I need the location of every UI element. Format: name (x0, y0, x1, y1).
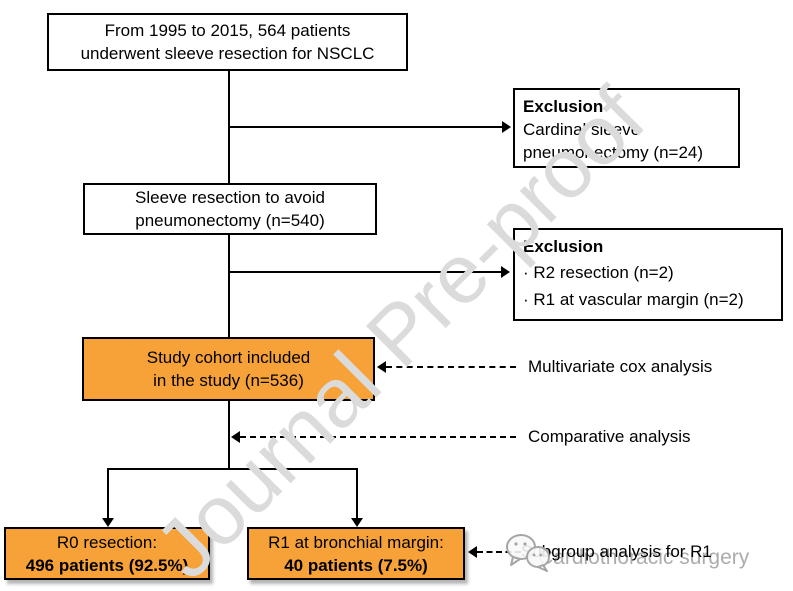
connector-sleeve-to-cohort (228, 234, 230, 337)
dashed-line-multivariate (386, 366, 516, 368)
sleeve-line2: pneumonectomy (n=540) (135, 211, 325, 230)
connector-to-r1 (356, 468, 358, 518)
exclusion2-item1: · R2 resection (n=2) (523, 263, 674, 282)
arrowhead-subgroup (468, 546, 477, 558)
connector-cohort-to-split (228, 401, 230, 470)
r0-line1: R0 resection: (56, 532, 158, 552)
r1-box: R1 at bronchial margin: 40 patients (7.5… (247, 527, 465, 580)
connector-to-exclusion1 (228, 126, 503, 128)
dashed-line-comparative (240, 436, 516, 438)
connector-to-r0 (107, 468, 109, 518)
exclusion1-box: Exclusion Cardinal sleeve pneumonectomy … (513, 88, 740, 168)
enrollment-line1: From 1995 to 2015, 564 patients (104, 21, 351, 40)
r1-line1: R1 at bronchial margin: (268, 532, 444, 552)
r0-line2: 496 patients (92.5%) (25, 555, 189, 575)
dashed-line-subgroup (477, 551, 521, 553)
enrollment-box: From 1995 to 2015, 564 patients underwen… (47, 13, 408, 71)
exclusion1-body: Cardinal sleeve pneumonectomy (n=24) (523, 120, 704, 162)
sleeve-line1: Sleeve resection to avoid (135, 188, 325, 207)
arrowhead-exclusion2 (501, 266, 510, 278)
study-cohort-box: Study cohort included in the study (n=53… (82, 337, 375, 401)
arrowhead-comparative (231, 431, 240, 443)
split-bar (107, 468, 358, 470)
sleeve-resection-box: Sleeve resection to avoid pneumonectomy … (83, 183, 377, 235)
arrowhead-exclusion1 (502, 121, 511, 133)
arrowhead-r0 (102, 518, 114, 527)
wechat-chat-bubbles-icon (503, 531, 553, 580)
exclusion2-item2: · R1 at vascular margin (n=2) (523, 290, 744, 309)
cohort-line1: Study cohort included (146, 348, 311, 367)
brand-watermark-text: Cardiothoracic surgery (538, 546, 750, 569)
connector-to-exclusion2 (228, 271, 502, 273)
exclusion1-title: Exclusion (523, 97, 604, 116)
annotation-comparative: Comparative analysis (528, 427, 691, 446)
exclusion2-box: Exclusion · R2 resection (n=2) · R1 at v… (513, 228, 783, 321)
exclusion2-title: Exclusion (523, 237, 604, 256)
r0-box: R0 resection: 496 patients (92.5%) (4, 527, 210, 580)
arrowhead-r1 (351, 518, 363, 527)
arrowhead-multivariate (377, 361, 386, 373)
annotation-multivariate: Multivariate cox analysis (528, 357, 713, 376)
cohort-line2: in the study (n=536) (153, 371, 304, 390)
r1-line2: 40 patients (7.5%) (284, 555, 428, 575)
enrollment-line2: underwent sleeve resection for NSCLC (80, 44, 375, 63)
annotation-subgroup: Subgroup analysis for R1 (521, 542, 712, 561)
